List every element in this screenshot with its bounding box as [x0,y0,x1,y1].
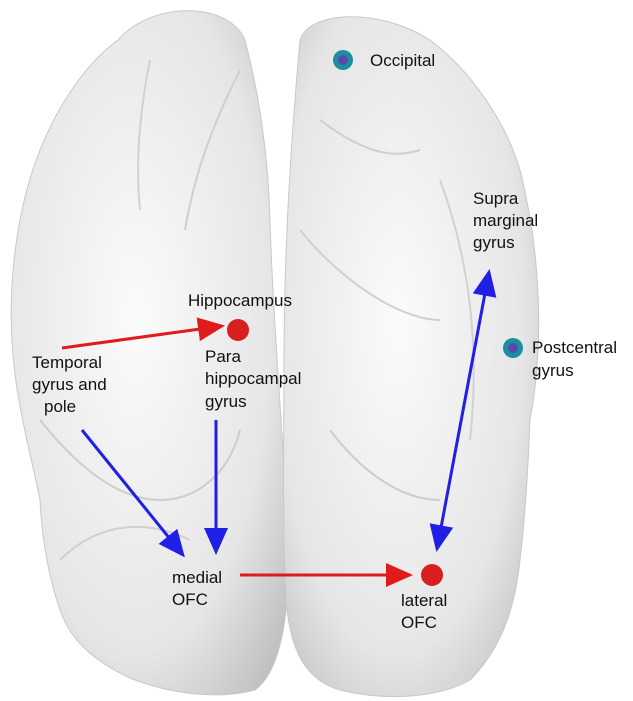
occipital-dot [333,50,353,70]
lateral-ofc-dot [421,564,443,586]
hippocampus-label: Hippocampus [188,291,292,310]
hippocampus-dot [227,319,249,341]
postcentral-dot [503,338,523,358]
postcentral-label: Postcentral gyrus [532,338,622,380]
occipital-label: Occipital [370,51,435,70]
